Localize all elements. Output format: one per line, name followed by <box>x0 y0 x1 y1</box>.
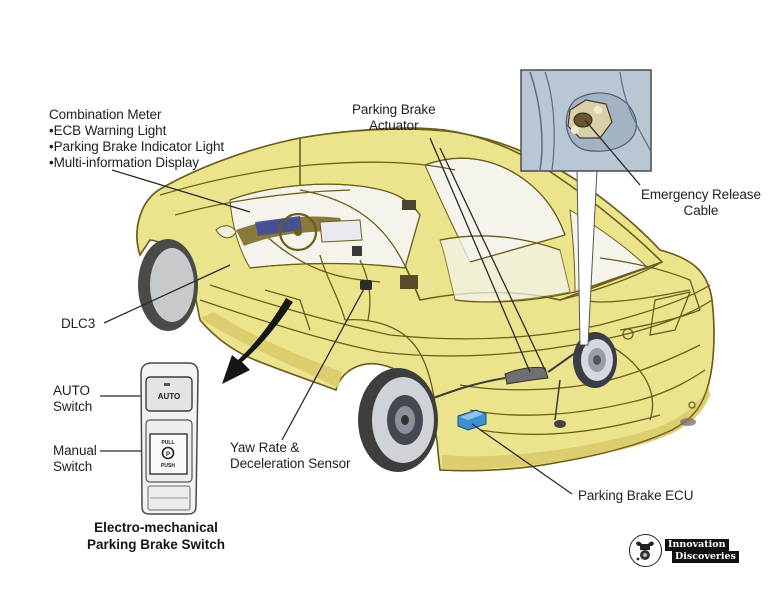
leader-ecu <box>471 423 573 495</box>
innovation-discoveries-logo-icon <box>629 534 662 567</box>
parking-brake-actuator <box>427 349 581 428</box>
switch-caption-line: Parking Brake Switch <box>87 537 226 552</box>
parking-brake-ecu-unit <box>457 409 487 431</box>
label-parking-brake-ecu: Parking Brake ECU <box>578 488 693 504</box>
leader-emergency-cable <box>584 119 641 186</box>
leader-yaw-rate <box>281 286 366 441</box>
label-parking-brake-actuator: Parking Brake Actuator <box>352 102 436 134</box>
manual-push-label: PUSH <box>161 463 175 469</box>
label-manual-switch: Manual Switch <box>53 443 97 475</box>
parking-brake-symbol-icon <box>161 446 175 460</box>
label-yaw-rate-sensor: Yaw Rate & Deceleration Sensor <box>230 440 351 472</box>
parking-brake-switch: AUTO PULL P PUSH <box>140 362 199 515</box>
switch-caption-line: Electro-mechanical <box>94 520 218 535</box>
switch-caption: Electro-mechanical Parking Brake Switch <box>87 519 225 553</box>
auto-switch-label-line: Switch <box>53 399 93 414</box>
leader-actuator-2 <box>439 147 546 371</box>
leader-combination-meter <box>111 169 251 213</box>
manual-switch-label-line: Switch <box>53 459 93 474</box>
manual-switch-label-line: Manual <box>53 443 97 458</box>
combination-meter-title: Combination Meter <box>49 107 162 122</box>
auto-button: AUTO <box>145 376 193 412</box>
car-lower-shade <box>200 312 342 388</box>
auto-button-label: AUTO <box>158 392 181 401</box>
actuator-label-line: Parking Brake <box>352 102 436 117</box>
label-combination-meter: Combination Meter •ECB Warning Light •Pa… <box>49 107 224 171</box>
label-auto-switch: AUTO Switch <box>53 383 92 415</box>
leader-dlc3 <box>103 264 231 324</box>
front-wheel <box>138 239 198 331</box>
yaw-rate-label-line: Deceleration Sensor <box>230 456 351 471</box>
label-emergency-release-cable: Emergency Release Cable <box>641 187 761 219</box>
manual-symbol-label: P <box>166 452 170 458</box>
yaw-rate-sensor-unit <box>360 280 372 290</box>
combination-meter-item: •Multi-information Display <box>49 155 199 170</box>
yaw-rate-label-line: Yaw Rate & <box>230 440 300 455</box>
manual-pull-label: PULL <box>161 440 174 446</box>
watermark-line-1: Innovation <box>665 539 729 551</box>
ecu-label-text: Parking Brake ECU <box>578 488 694 503</box>
dlc3-label-text: DLC3 <box>61 316 96 331</box>
leader-actuator <box>429 137 531 373</box>
rear-brake-disc <box>573 332 617 388</box>
combination-meter-item: •Parking Brake Indicator Light <box>49 139 225 154</box>
leader-lines <box>100 119 641 495</box>
watermark: Innovation Discoveries <box>629 534 739 570</box>
auto-indicator-icon <box>164 383 170 386</box>
pointer-arrow <box>222 298 293 384</box>
dashboard <box>215 200 418 289</box>
combination-meter-item: •ECB Warning Light <box>49 123 167 138</box>
car-rear-lower-shade <box>442 385 710 470</box>
watermark-line-2: Discoveries <box>672 551 739 563</box>
emergency-cable-label-line: Emergency Release <box>641 187 761 202</box>
label-dlc3: DLC3 <box>61 316 95 332</box>
manual-switch-button: PULL P PUSH <box>145 419 193 483</box>
actuator-label-line: Actuator <box>369 118 419 133</box>
emergency-cable-label-line: Cable <box>683 203 719 218</box>
rear-wheel <box>358 368 438 472</box>
auto-switch-label-line: AUTO <box>53 383 90 398</box>
car-illustration <box>136 127 715 472</box>
